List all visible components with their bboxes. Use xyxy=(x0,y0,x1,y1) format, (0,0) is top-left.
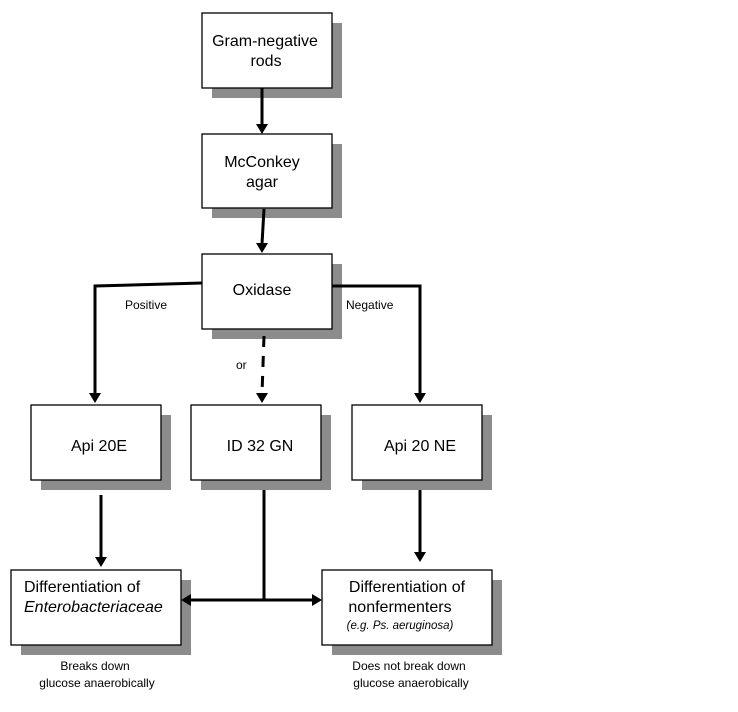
arrowhead-right-icon xyxy=(312,594,322,606)
node-id-32-gn: ID 32 GN xyxy=(190,404,322,481)
arrowhead-left-icon xyxy=(181,594,191,606)
note-entero-line1: Breaks down xyxy=(60,659,129,673)
note-entero-line2: glucose anaerobically xyxy=(39,676,154,690)
node-mcconkey-agar: McConkey agar xyxy=(201,133,333,209)
edge-label-or: or xyxy=(236,358,247,372)
node-entero-line1: Differentiation of xyxy=(24,579,141,596)
node-entero-line2: Enterobacteriaceae xyxy=(24,599,163,616)
node-oxidase: Oxidase xyxy=(201,253,333,330)
arrowhead-down-icon xyxy=(256,393,268,403)
node-api20e-label: Api 20E xyxy=(71,438,127,455)
edge-oxidase-or-dashed xyxy=(260,335,266,395)
node-nonfermenters: Differentiation of nonfermenters (e.g. P… xyxy=(321,569,493,646)
note-nonferm-line1: Does not break down xyxy=(352,659,465,673)
edge-label-negative: Negative xyxy=(346,298,394,312)
node-id32gn-label: ID 32 GN xyxy=(227,438,294,455)
node-mcconkey-line2: agar xyxy=(246,174,279,191)
node-nonferm-line1: Differentiation of xyxy=(349,579,466,596)
node-nonferm-line2: nonfermenters xyxy=(348,599,451,616)
node-api-20e: Api 20E xyxy=(30,404,162,481)
edge-oxidase-negative xyxy=(332,284,422,394)
node-api-20-ne: Api 20 NE xyxy=(351,404,483,481)
arrowhead-down-icon xyxy=(256,243,268,253)
node-enterobacteriaceae: Differentiation of Enterobacteriaceae xyxy=(10,569,182,646)
node-api20ne-label: Api 20 NE xyxy=(384,438,456,455)
arrowhead-down-icon xyxy=(414,552,426,562)
note-nonferm-line2: glucose anaerobically xyxy=(353,676,468,690)
connectors xyxy=(89,88,426,606)
arrowhead-down-icon xyxy=(414,393,426,403)
node-gram-line2: rods xyxy=(250,53,281,70)
edge-label-positive: Positive xyxy=(125,298,167,312)
arrowhead-down-icon xyxy=(95,557,107,567)
edge-mcconkey-to-oxidase xyxy=(260,208,266,245)
node-nonferm-line3: (e.g. Ps. aeruginosa) xyxy=(347,620,454,632)
arrowhead-down-icon xyxy=(89,393,101,403)
arrowhead-down-icon xyxy=(256,124,268,134)
node-mcconkey-line1: McConkey xyxy=(224,154,300,171)
edge-oxidase-positive xyxy=(93,281,203,394)
node-gram-negative-rods: Gram-negative rods xyxy=(201,12,333,89)
node-gram-line1: Gram-negative xyxy=(212,33,318,50)
node-oxidase-label: Oxidase xyxy=(233,282,292,299)
